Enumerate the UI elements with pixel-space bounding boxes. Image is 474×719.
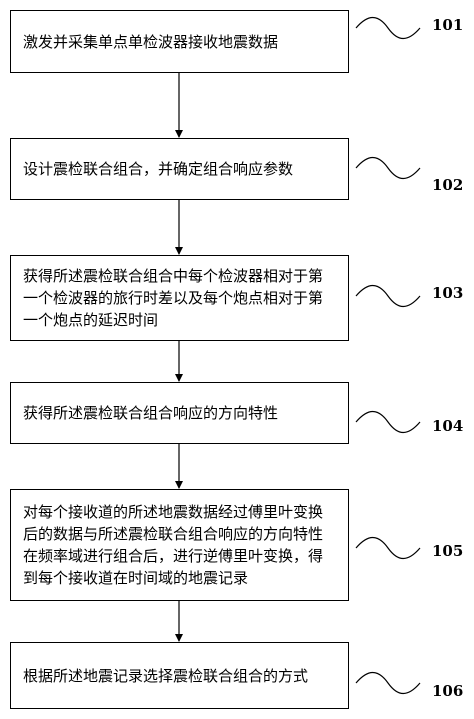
step-number-102: 102 — [432, 176, 464, 194]
step-text-102: 设计震检联合组合，并确定组合响应参数 — [23, 160, 294, 178]
step-text-103: 获得所述震检联合组合中每个检波器相对于第一个检波器的旅行时差以及每个炮点相对于第… — [23, 267, 324, 329]
leader-105 — [355, 536, 421, 560]
leader-106 — [355, 671, 421, 695]
step-number-103: 103 — [432, 284, 464, 302]
step-text-101: 激发并采集单点单检波器接收地震数据 — [23, 32, 279, 51]
step-box-105: 对每个接收道的所述地震数据经过傅里叶变换后的数据与所述震检联合组合响应的方向特性… — [10, 489, 349, 601]
step-box-102: 设计震检联合组合，并确定组合响应参数 — [10, 138, 349, 200]
step-number-105: 105 — [432, 542, 464, 560]
step-number-104: 104 — [432, 417, 464, 435]
step-box-101: 激发并采集单点单检波器接收地震数据 — [10, 10, 349, 73]
leader-101 — [355, 16, 421, 40]
leader-102 — [355, 156, 421, 180]
step-number-106: 106 — [432, 682, 464, 700]
step-box-104: 获得所述震检联合组合响应的方向特性 — [10, 382, 349, 444]
leader-103 — [355, 284, 421, 308]
step-text-104: 获得所述震检联合组合响应的方向特性 — [23, 404, 279, 422]
leader-104 — [355, 410, 421, 434]
step-text-105: 对每个接收道的所述地震数据经过傅里叶变换后的数据与所述震检联合组合响应的方向特性… — [23, 503, 324, 587]
step-box-106: 根据所述地震记录选择震检联合组合的方式 — [10, 642, 349, 709]
step-number-101: 101 — [432, 16, 464, 34]
step-text-106: 根据所述地震记录选择震检联合组合的方式 — [23, 666, 309, 685]
step-box-103: 获得所述震检联合组合中每个检波器相对于第一个检波器的旅行时差以及每个炮点相对于第… — [10, 255, 349, 341]
